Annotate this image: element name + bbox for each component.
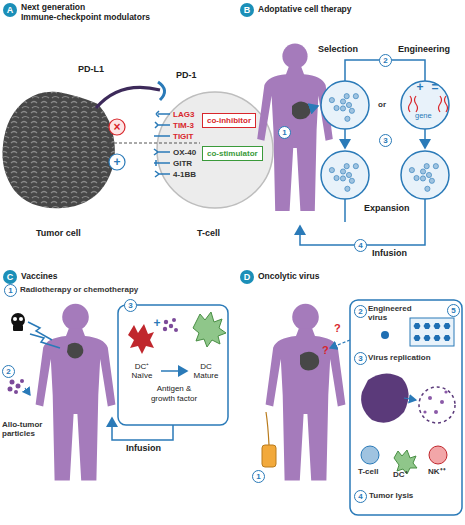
text-label: Infusion: [126, 443, 161, 453]
node-box: co-stimulator: [202, 146, 263, 161]
panel-letter: B: [240, 3, 254, 17]
edge-label: Antigen & growth factor: [145, 384, 203, 402]
symbol-label: =: [428, 80, 442, 94]
text-label: DC⁺: [393, 470, 408, 479]
text-label: Engineered virus: [368, 304, 410, 322]
node-text: co-inhibitor: [207, 116, 251, 125]
callout-number: 5: [447, 304, 460, 317]
text-label: Engineering: [398, 44, 450, 54]
symbol-label: +: [150, 316, 164, 330]
text-label: Allo-tumor particles: [2, 420, 48, 438]
text-label: Adoptative cell therapy: [258, 5, 352, 15]
text-label: Selection: [318, 44, 358, 54]
text-label: Infusion: [372, 248, 407, 258]
text-label: Next generation: [21, 3, 85, 13]
text-label: Radiotherapy or chemotherapy: [20, 285, 138, 294]
callout-number: 2: [2, 365, 15, 378]
text-label: ?: [322, 344, 329, 357]
text-label: or: [378, 100, 386, 109]
node-box: co-inhibitor: [202, 113, 256, 128]
symbol-label: ×: [110, 120, 124, 134]
text-label: PD-1: [176, 70, 197, 80]
text-label: 4-1BB: [173, 170, 196, 179]
text-label: OX-40: [173, 148, 196, 157]
text-label: Tumor lysis: [369, 491, 413, 500]
callout-number: 3: [379, 134, 392, 147]
node-text: DC Mature: [188, 362, 224, 380]
text-label: TIGIT: [173, 132, 193, 141]
text-label: Virus replication: [368, 353, 431, 362]
text-label: Vaccines: [21, 272, 57, 282]
callout-number: 3: [124, 299, 137, 312]
text-label: PD-L1: [78, 64, 104, 74]
panel-letter: C: [3, 270, 17, 284]
node-box: DC Mature: [188, 362, 224, 380]
callout-number: 2: [354, 305, 367, 318]
symbol-label: +: [110, 155, 124, 169]
text-label: gene: [415, 112, 432, 121]
callout-number: 2: [379, 54, 392, 67]
panel-letter: D: [240, 270, 254, 284]
callout-number: 1: [278, 126, 291, 139]
node-box: DC⁺ Naïve: [124, 362, 160, 380]
text-label: ?: [334, 322, 341, 335]
callout-number: 4: [354, 239, 367, 252]
callout-number: 1: [4, 284, 17, 297]
text-label: T-cell: [358, 467, 378, 476]
text-label: Oncolytic virus: [258, 272, 319, 282]
node-text: co-stimulator: [207, 149, 258, 158]
text-label: GITR: [173, 159, 192, 168]
text-label: LAG3: [173, 110, 194, 119]
callout-number: 1: [252, 470, 265, 483]
text-label: Tumor cell: [36, 228, 81, 238]
text-label: T-cell: [197, 228, 220, 238]
callout-number: 4: [354, 490, 367, 503]
callout-number: 3: [354, 352, 367, 365]
text-label: TIM-3: [173, 121, 194, 130]
panel-letter: A: [3, 3, 17, 17]
text-label: Immune-checkpoint modulators: [21, 13, 150, 23]
text-label: Expansion: [364, 203, 410, 213]
text-label: NK⁺⁺: [428, 467, 446, 476]
node-text: DC⁺ Naïve: [124, 362, 160, 380]
arrow-connector: [161, 370, 187, 372]
symbol-label: +: [413, 80, 427, 94]
